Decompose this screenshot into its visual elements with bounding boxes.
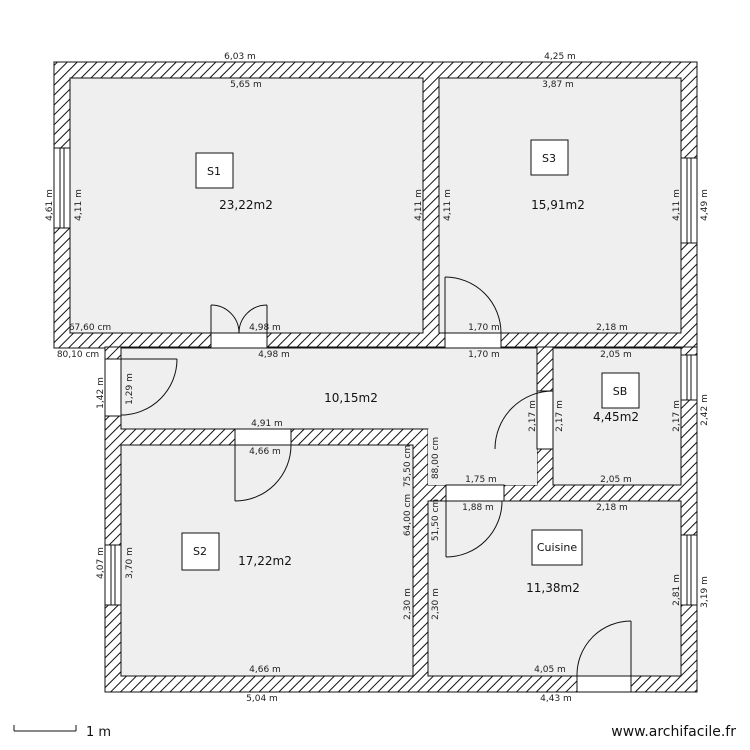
sb-window[interactable] xyxy=(680,354,698,401)
s2-door-opening xyxy=(234,428,292,446)
cuisine-door-opening xyxy=(445,484,505,502)
dim-corridor-75: 75,50 cm xyxy=(403,445,413,487)
room-label-box-s3 xyxy=(530,139,569,176)
scale-bar-label: 1 m xyxy=(86,725,111,740)
cuisine-window[interactable] xyxy=(680,534,698,606)
s1-double-door[interactable] xyxy=(210,304,268,334)
dim-top-s3-inner: 3,87 m xyxy=(542,80,574,90)
room-label-box-s1 xyxy=(195,152,234,189)
site-credit: www.archifacile.fr xyxy=(611,724,736,740)
dimension-labels-vertical: 4,61 m 4,11 m 4,11 m 4,11 m 4,11 m 4,49 … xyxy=(45,189,710,620)
s3-window[interactable] xyxy=(680,157,698,244)
cuisine-exterior-door[interactable] xyxy=(576,620,632,677)
room-label-sb: SB xyxy=(613,385,628,398)
room-area-s2: 17,22m2 xyxy=(238,554,292,568)
dim-s1-left-outer: 4,61 m xyxy=(45,189,55,221)
dim-top-s3-outer: 4,25 m xyxy=(544,52,576,62)
room-labels: S1 23,22m2 S3 15,91m2 10,15m2 SB 4,45m2 … xyxy=(181,139,640,595)
cuisine-exterior-door-opening xyxy=(576,675,632,693)
dim-hall-top-inner: 4,98 m xyxy=(258,350,290,360)
dim-hall-left-top: 80,10 cm xyxy=(57,350,99,360)
dim-sb-left-outer: 2,17 m xyxy=(528,400,538,432)
dim-s2-top-outer: 4,91 m xyxy=(251,419,283,429)
dim-cuisine-right-inner: 2,81 m xyxy=(672,574,682,606)
hall-door-opening xyxy=(104,358,122,417)
room-area-sb: 4,45m2 xyxy=(593,410,639,424)
sb-door[interactable] xyxy=(494,390,554,450)
dim-cuisine-right-outer: 3,19 m xyxy=(700,576,710,608)
sb-door-opening xyxy=(536,390,554,450)
dim-s3-right-outer: 4,49 m xyxy=(700,189,710,221)
dim-sb-bottom: 2,05 m xyxy=(600,475,632,485)
room-s1-floor xyxy=(69,77,424,334)
dim-s1-left-inner: 4,11 m xyxy=(74,189,84,221)
room-label-s3: S3 xyxy=(542,152,556,165)
s3-door[interactable] xyxy=(444,276,502,334)
room-area-hall: 10,15m2 xyxy=(324,391,378,405)
dim-corridor-51: 51,50 cm xyxy=(431,499,441,541)
dim-s1-bottom-right: 4,98 m xyxy=(249,323,281,333)
windows[interactable] xyxy=(53,147,698,606)
dim-s1-bottom-left: 67,60 cm xyxy=(69,323,111,333)
s2-window[interactable] xyxy=(104,544,122,606)
room-label-cuisine: Cuisine xyxy=(537,541,577,554)
dim-s3-bottom-right: 2,18 m xyxy=(596,323,628,333)
dim-hall-left-outer: 1,42 m xyxy=(96,377,106,409)
dim-s2-bottom-outer: 5,04 m xyxy=(246,694,278,704)
dim-cuisine-top-left: 1,75 m xyxy=(465,475,497,485)
dim-cuisine-left-inner: 2,30 m xyxy=(431,588,441,620)
room-s2-floor xyxy=(120,444,414,677)
room-label-box-cuisine xyxy=(531,529,583,566)
dim-sb-right-outer: 2,42 m xyxy=(700,394,710,426)
dim-s2-right-inner: 2,30 m xyxy=(403,588,413,620)
door-swings[interactable] xyxy=(120,276,632,677)
s1-window[interactable] xyxy=(53,147,71,229)
dim-s3-left-inner: 4,11 m xyxy=(443,189,453,221)
dim-cuisine-bottom-inner: 4,05 m xyxy=(534,665,566,675)
room-label-s1: S1 xyxy=(207,165,221,178)
room-area-s1: 23,22m2 xyxy=(219,198,273,212)
room-hall-link xyxy=(428,429,537,485)
room-floors xyxy=(69,77,682,677)
scale-bar: 1 m xyxy=(13,725,111,740)
dim-s2-bottom-inner: 4,66 m xyxy=(249,665,281,675)
dim-cuisine-bottom-outer: 4,43 m xyxy=(540,694,572,704)
room-label-s2: S2 xyxy=(193,545,207,558)
dim-sb-right-inner: 2,17 m xyxy=(672,400,682,432)
dim-s2-left-outer: 4,07 m xyxy=(96,547,106,579)
openings xyxy=(104,332,632,693)
hall-door[interactable] xyxy=(120,358,178,416)
dim-s1-right-inner: 4,11 m xyxy=(414,189,424,221)
dim-sb-left-inner: 2,17 m xyxy=(555,400,565,432)
dimension-labels-horizontal: 6,03 m 5,65 m 4,25 m 3,87 m 67,60 cm 4,9… xyxy=(57,52,632,704)
s1-double-door-opening xyxy=(210,332,268,349)
room-label-box-s2 xyxy=(181,532,220,571)
room-s3-floor xyxy=(438,77,682,334)
cuisine-door[interactable] xyxy=(445,500,503,558)
s2-door[interactable] xyxy=(234,444,292,502)
dim-top-s1-outer: 6,03 m xyxy=(224,52,256,62)
dim-cuisine-top-right: 2,18 m xyxy=(596,503,628,513)
dim-s2-top-inner: 4,66 m xyxy=(249,447,281,457)
dim-s3-right-inner: 4,11 m xyxy=(672,189,682,221)
dim-s3-bottom-left: 1,70 m xyxy=(468,323,500,333)
room-area-cuisine: 11,38m2 xyxy=(526,581,580,595)
dim-corridor-88: 88,00 cm xyxy=(431,437,441,479)
dim-cuisine-top-inner: 1,88 m xyxy=(462,503,494,513)
dim-corridor-64: 64,00 cm xyxy=(403,494,413,536)
dim-s2-left-inner: 3,70 m xyxy=(125,547,135,579)
dim-hall-left-inner: 1,29 m xyxy=(125,373,135,405)
dim-hall-top-right: 1,70 m xyxy=(468,350,500,360)
dim-top-s1-inner: 5,65 m xyxy=(230,80,262,90)
dim-sb-top: 2,05 m xyxy=(600,350,632,360)
room-label-box-sb xyxy=(601,372,640,409)
room-area-s3: 15,91m2 xyxy=(531,198,585,212)
s3-door-opening xyxy=(444,332,502,349)
